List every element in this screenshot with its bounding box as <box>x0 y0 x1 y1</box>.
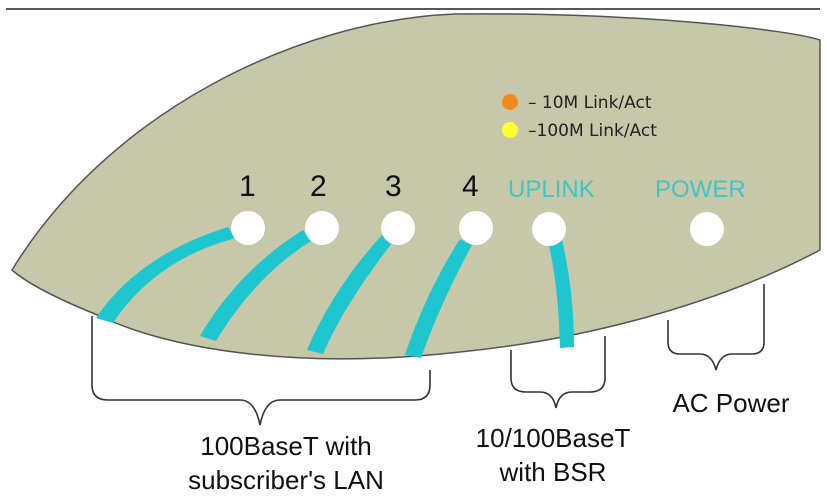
cables <box>96 227 574 358</box>
port-1-label: 1 <box>239 170 256 203</box>
leds <box>231 211 724 246</box>
brackets <box>91 284 765 426</box>
legend-10m-label: – 10M Link/Act <box>528 93 652 113</box>
port-2-label: 2 <box>310 170 327 203</box>
power-led <box>690 212 724 246</box>
lan-bracket <box>91 316 431 426</box>
port-4-led <box>459 211 493 245</box>
cable-port-4 <box>405 239 472 358</box>
port-2-led <box>305 211 339 245</box>
legend-10m-dot <box>502 94 518 110</box>
port-1-led <box>231 211 265 245</box>
cable-port-2 <box>200 230 311 341</box>
legend: – 10M Link/Act –100M Link/Act <box>502 93 657 141</box>
legend-100m-dot <box>502 122 518 138</box>
cable-port-3 <box>307 235 392 354</box>
bsr-caption-line2: with BSR <box>499 457 607 487</box>
cable-port-1 <box>96 227 236 323</box>
port-4-label: 4 <box>462 170 479 203</box>
lan-caption-line2: subscriber's LAN <box>188 465 384 495</box>
cable-uplink <box>548 240 574 348</box>
port-3-label: 3 <box>385 170 402 203</box>
bsr-caption-line1: 10/100BaseT <box>476 423 631 453</box>
device-panel <box>11 13 821 360</box>
port-3-led <box>381 211 415 245</box>
uplink-led <box>532 212 566 246</box>
power-label: POWER <box>655 176 746 203</box>
lan-caption-line1: 100BaseT with <box>200 431 372 461</box>
legend-100m-label: –100M Link/Act <box>528 121 657 141</box>
ac-power-caption: AC Power <box>672 388 789 418</box>
ac-bracket <box>667 284 765 371</box>
uplink-label: UPLINK <box>508 176 595 203</box>
bsr-bracket <box>510 336 606 409</box>
